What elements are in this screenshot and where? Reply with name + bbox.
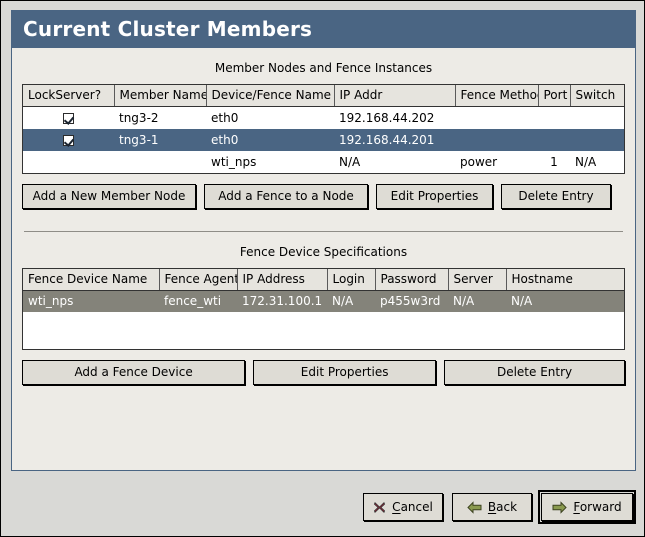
member-name-cell: tng3-1 <box>114 128 206 151</box>
fence-devices-button-row: Add a Fence Device Edit Properties Delet… <box>22 359 625 385</box>
members-edit-properties-button[interactable]: Edit Properties <box>376 183 493 209</box>
column-header-login[interactable]: Login <box>327 268 376 291</box>
column-header-server[interactable]: Server <box>448 268 507 291</box>
forward-accel: F <box>573 500 580 514</box>
member-name-cell: tng3-2 <box>119 110 159 125</box>
members-table-header-row: LockServer? Member Name Device/Fence Nam… <box>23 85 624 107</box>
column-header-hostname[interactable]: Hostname <box>506 268 624 291</box>
port-cell <box>538 107 570 129</box>
lockserver-cell[interactable] <box>23 128 114 151</box>
device-fence-name-cell: wti_nps <box>211 154 257 169</box>
add-new-member-node-button[interactable]: Add a New Member Node <box>22 183 196 209</box>
fence-method-cell <box>455 128 538 151</box>
ip-addr-cell: 192.168.44.202 <box>339 110 435 125</box>
lockserver-cell[interactable] <box>23 151 114 173</box>
add-fence-to-node-button[interactable]: Add a Fence to a Node <box>204 183 368 209</box>
back-button[interactable]: Back <box>452 493 532 521</box>
cancel-button[interactable]: Cancel <box>363 493 443 521</box>
content-panel: Member Nodes and Fence Instances LockSer… <box>11 48 636 471</box>
column-header-port[interactable]: Port <box>538 85 571 107</box>
dialog-footer: Cancel Back Forward <box>1 471 644 536</box>
fence-devices-table-header-row: Fence Device Name Fence Agent IP Address… <box>23 268 624 291</box>
port-cell <box>538 128 570 151</box>
column-header-member-name[interactable]: Member Name <box>114 85 207 107</box>
column-header-fence-device-name[interactable]: Fence Device Name <box>23 268 160 291</box>
cancel-rest: ancel <box>400 500 433 514</box>
arrow-right-icon <box>552 500 568 514</box>
column-header-ip-addr[interactable]: IP Addr <box>334 85 456 107</box>
login-cell: N/A <box>327 290 375 312</box>
forward-button[interactable]: Forward <box>538 490 636 524</box>
password-cell: p455w3rd <box>375 290 448 312</box>
table-row[interactable]: tng3-2 eth0 192.168.44.202 <box>23 107 624 129</box>
switch-cell <box>570 107 624 129</box>
lockserver-checkbox[interactable] <box>63 112 74 124</box>
lockserver-checkbox[interactable] <box>63 134 74 146</box>
fence-agent-cell: fence_wti <box>159 290 237 312</box>
column-header-lockserver[interactable]: LockServer? <box>23 85 115 107</box>
back-accel: B <box>487 500 497 514</box>
fence-devices-delete-entry-button[interactable]: Delete Entry <box>444 359 625 385</box>
table-row[interactable]: wti_nps fence_wti 172.31.100.1 N/A p455w… <box>23 290 624 312</box>
port-cell: 1 <box>550 154 558 169</box>
hostname-cell: N/A <box>506 290 624 312</box>
back-rest: ack <box>496 500 518 514</box>
device-fence-name-cell: eth0 <box>206 128 334 151</box>
column-header-switch[interactable]: Switch <box>570 85 624 107</box>
fence-devices-edit-properties-button[interactable]: Edit Properties <box>253 359 437 385</box>
ip-addr-cell: N/A <box>339 154 361 169</box>
members-section-label: Member Nodes and Fence Instances <box>214 61 433 75</box>
arrow-left-icon <box>467 500 482 514</box>
device-fence-name-cell: eth0 <box>211 110 239 125</box>
members-delete-entry-button[interactable]: Delete Entry <box>501 183 611 209</box>
cancel-button-label: Cancel <box>392 500 433 514</box>
page-title: Current Cluster Members <box>23 17 313 41</box>
fence-method-cell <box>455 107 538 129</box>
cancel-x-icon <box>373 501 386 514</box>
members-button-row: Add a New Member Node Add a Fence to a N… <box>22 183 625 209</box>
add-fence-device-button[interactable]: Add a Fence Device <box>22 359 246 385</box>
switch-cell <box>570 128 624 151</box>
ip-address-cell: 172.31.100.1 <box>237 290 327 312</box>
forward-rest: orward <box>579 500 622 514</box>
cancel-accel: C <box>392 500 401 514</box>
fence-device-name-cell: wti_nps <box>23 290 159 312</box>
fence-devices-section-label: Fence Device Specifications <box>239 244 408 259</box>
member-name-cell <box>114 151 206 173</box>
back-button-label: Back <box>488 500 517 514</box>
server-cell: N/A <box>448 290 506 312</box>
forward-button-label: Forward <box>573 500 621 514</box>
column-header-fence-agent[interactable]: Fence Agent <box>159 268 238 291</box>
fence-devices-table[interactable]: Fence Device Name Fence Agent IP Address… <box>22 267 625 350</box>
fence-method-cell: power <box>460 154 498 169</box>
section-divider <box>24 230 623 232</box>
column-header-device-fence-name[interactable]: Device/Fence Name <box>206 85 335 107</box>
column-header-fence-method[interactable]: Fence Method <box>455 85 539 107</box>
lockserver-cell[interactable] <box>23 107 114 129</box>
footer-button-row: Cancel Back Forward <box>363 490 636 524</box>
table-row[interactable]: tng3-1 eth0 192.168.44.201 <box>23 128 624 151</box>
column-header-password[interactable]: Password <box>375 268 449 291</box>
members-table[interactable]: LockServer? Member Name Device/Fence Nam… <box>22 84 625 174</box>
titlebar: Current Cluster Members <box>11 10 636 48</box>
column-header-ip-address[interactable]: IP Address <box>237 268 328 291</box>
ip-addr-cell: 192.168.44.201 <box>334 128 455 151</box>
table-row[interactable]: wti_nps N/A power 1 N/A <box>23 151 624 173</box>
switch-cell: N/A <box>575 154 597 169</box>
